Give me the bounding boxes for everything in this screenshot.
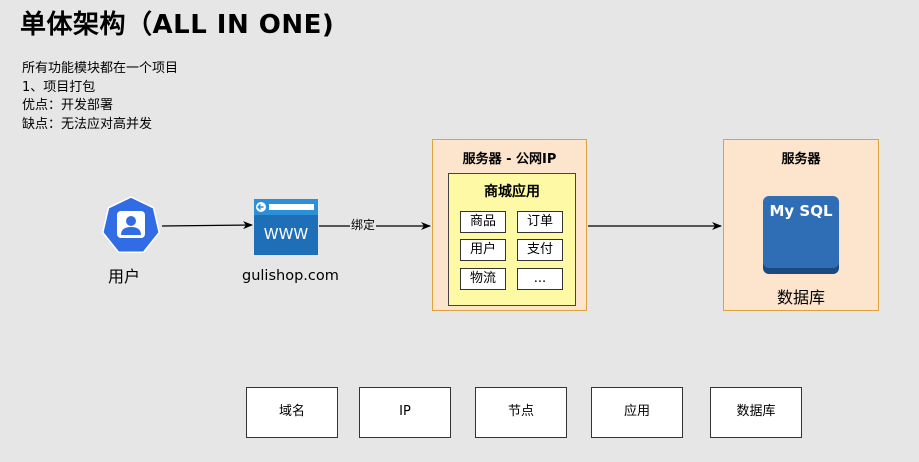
legend-box-domain: 域名 (246, 387, 338, 438)
browser-icon: WWW (254, 199, 318, 255)
user-to-browser-arrow (161, 221, 253, 230)
browser-icon-text: WWW (264, 225, 309, 243)
legend-box-ip: IP (359, 387, 451, 438)
note-line: 所有功能模块都在一个项目 (22, 61, 179, 76)
db-server-title: 服务器 (781, 152, 821, 167)
mysql-icon-text: My SQL (769, 202, 833, 220)
user-label: 用户 (108, 267, 141, 286)
user-icon (101, 196, 161, 253)
edge-label: 绑定 (350, 216, 377, 233)
note-line: 1、项目打包 (22, 79, 96, 95)
domain-label: gulishop.com (242, 268, 339, 284)
notes: 所有功能模块都在一个项目 1、项目打包 优点：开发部署 缺点：无法应对高并发 (22, 60, 178, 134)
module-box: 订单 (517, 211, 563, 233)
legend-box-node: 节点 (475, 387, 567, 438)
note-line: 优点：开发部署 (22, 98, 114, 113)
db-label: 数据库 (776, 288, 825, 307)
module-box: 用户 (460, 239, 506, 261)
legend-box-db: 数据库 (710, 387, 802, 438)
module-box: 物流 (460, 268, 506, 290)
note-line: 缺点：无法应对高并发 (22, 116, 153, 132)
legend-box-app: 应用 (591, 387, 683, 438)
mysql-icon (763, 196, 839, 274)
module-box: 商品 (460, 211, 506, 233)
app-title: 商城应用 (484, 184, 540, 200)
module-box: ... (517, 268, 563, 290)
app-server-title: 服务器 - 公网IP (462, 152, 557, 167)
page-title: 单体架构（ALL IN ONE) (20, 10, 335, 40)
module-box: 支付 (517, 239, 563, 261)
